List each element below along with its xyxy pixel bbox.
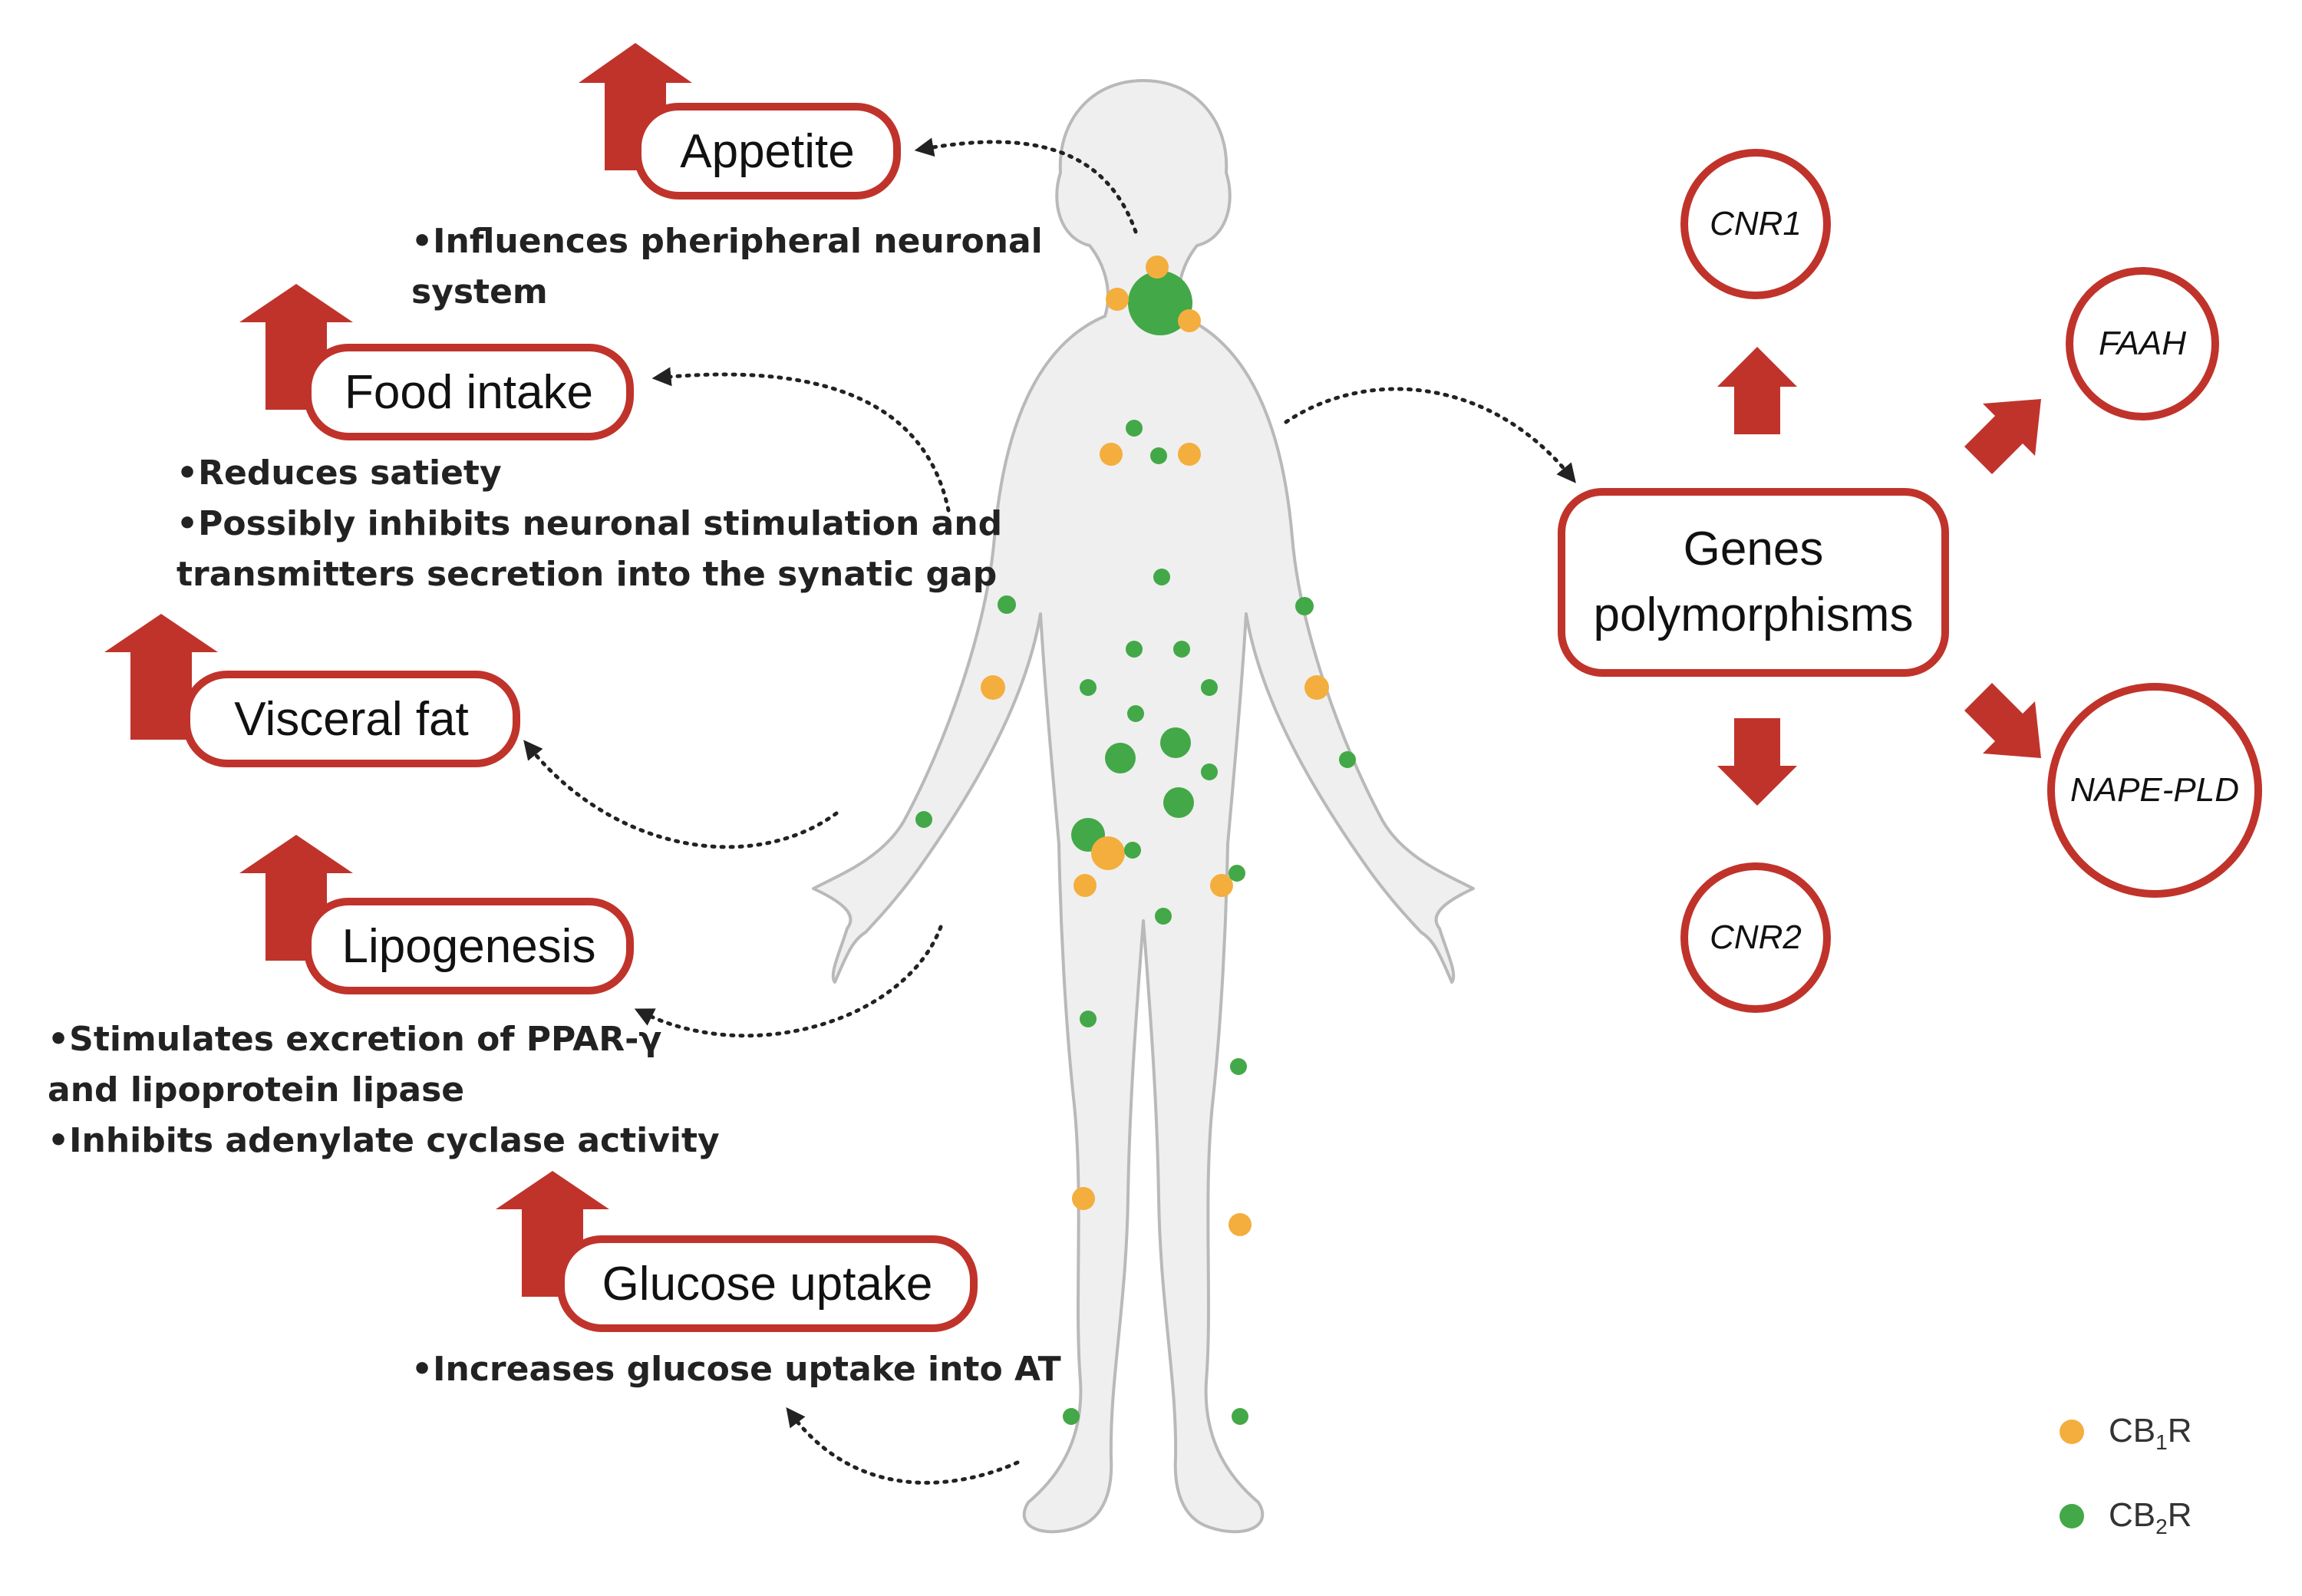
gene-nape-pld-circle: NAPE-PLD bbox=[2047, 683, 2262, 898]
lipogenesis-box: Lipogenesis bbox=[304, 898, 634, 994]
cb2-receptor-dot bbox=[1201, 763, 1218, 780]
cb2-receptor-dot bbox=[1155, 908, 1172, 925]
glucose-uptake-dotted-arrow bbox=[786, 1407, 1020, 1485]
cb2-receptor-dot bbox=[1128, 271, 1192, 335]
cb2-receptor-dot bbox=[1127, 705, 1144, 722]
cb1-receptor-dot bbox=[1229, 1213, 1252, 1236]
cb2-receptor-dot bbox=[1105, 743, 1136, 773]
cb2-receptor-dot bbox=[915, 811, 932, 828]
cb2-receptor-dot bbox=[1153, 569, 1170, 585]
cb2-receptor-dot bbox=[1080, 679, 1097, 696]
cb1-receptor-dot bbox=[1146, 256, 1169, 279]
gene-cnr1-circle: CNR1 bbox=[1680, 149, 1831, 299]
cb1-receptor-dot bbox=[1106, 288, 1129, 311]
cb2-receptor-dot bbox=[1126, 641, 1143, 658]
cb2-receptor-dot bbox=[1160, 727, 1191, 758]
appetite-label: Appetite bbox=[680, 124, 855, 178]
visceral-fat-dotted-arrow bbox=[523, 740, 839, 849]
arrow-to-faah bbox=[1964, 399, 2041, 474]
cb2-receptor-dot bbox=[1339, 751, 1356, 768]
appetite-box: Appetite bbox=[634, 103, 901, 200]
cb1-receptor-dot bbox=[1072, 1187, 1095, 1210]
arrow-to-cnr1 bbox=[1717, 347, 1797, 434]
note-line: and lipoprotein lipase bbox=[48, 1070, 465, 1110]
human-body bbox=[812, 79, 1475, 1534]
arrow-to-nape-pld bbox=[1964, 683, 2041, 758]
gene-cnr1-label: CNR1 bbox=[1710, 205, 1802, 242]
food-intake-label: Food intake bbox=[345, 365, 593, 419]
cb2-receptor-dot bbox=[1173, 641, 1190, 658]
cb2-receptor-dot bbox=[1295, 597, 1314, 615]
receptor-dots bbox=[915, 256, 1356, 1425]
lipogenesis-note: •Stimulates excretion of PPAR-γ and lipo… bbox=[48, 1014, 720, 1166]
cb2-receptor-dot bbox=[1232, 1408, 1248, 1425]
note-line: •Influences pheripheral neuronal bbox=[411, 222, 1043, 261]
genes-dotted-arrow bbox=[1284, 387, 1576, 483]
cb2-receptor-dot bbox=[1229, 865, 1245, 882]
gene-faah-label: FAAH bbox=[2098, 325, 2187, 362]
cb1-receptor-dot bbox=[1091, 836, 1125, 870]
cb1-legend-label: CB1R bbox=[2109, 1412, 2192, 1454]
cb1-legend-dot bbox=[2060, 1420, 2084, 1444]
note-line: •Inhibits adenylate cyclase activity bbox=[48, 1121, 720, 1160]
cb1-receptor-dot bbox=[1304, 675, 1329, 700]
cb2-receptor-dot bbox=[1150, 447, 1167, 464]
cb2-receptor-dot bbox=[1230, 1058, 1247, 1075]
cb2-receptor-dot bbox=[1080, 1011, 1097, 1027]
genes-title-line1: Genes bbox=[1683, 523, 1824, 575]
cb1-receptor-dot bbox=[1073, 874, 1097, 897]
cb2-legend-label: CB2R bbox=[2109, 1496, 2192, 1538]
gene-nape-pld-label: NAPE-PLD bbox=[2069, 771, 2240, 809]
food-intake-box: Food intake bbox=[304, 344, 634, 440]
cb1-receptor-dot bbox=[1210, 874, 1233, 897]
note-line: •Possibly inhibits neuronal stimulation … bbox=[176, 504, 1003, 543]
cb2-receptor-dot bbox=[998, 595, 1016, 614]
lipogenesis-label: Lipogenesis bbox=[341, 919, 596, 973]
cb2-receptor-dot bbox=[1063, 1408, 1080, 1425]
visceral-fat-box: Visceral fat bbox=[183, 671, 520, 767]
cb2-receptor-dot bbox=[1124, 842, 1141, 859]
arrow-to-cnr2 bbox=[1717, 718, 1797, 806]
glucose-uptake-note: •Increases glucose uptake into AT bbox=[411, 1344, 1061, 1395]
note-line: •Reduces satiety bbox=[176, 453, 502, 493]
cb1-receptor-dot bbox=[1178, 309, 1201, 332]
note-line: system bbox=[411, 272, 548, 312]
legend-dots bbox=[2060, 1420, 2084, 1528]
note-line: •Increases glucose uptake into AT bbox=[411, 1350, 1061, 1389]
cb2-receptor-dot bbox=[1163, 787, 1194, 818]
genes-polymorphisms-box: Genes polymorphisms bbox=[1558, 488, 1949, 677]
food-intake-dotted-arrow bbox=[651, 367, 951, 513]
note-line: transmitters secretion into the synatic … bbox=[176, 555, 998, 594]
gene-cnr2-label: CNR2 bbox=[1710, 918, 1802, 956]
cb1-receptor-dot bbox=[981, 675, 1005, 700]
cb1-receptor-dot bbox=[1178, 443, 1201, 466]
visceral-fat-label: Visceral fat bbox=[234, 692, 469, 746]
gene-cnr2-circle: CNR2 bbox=[1680, 862, 1831, 1013]
cb2-receptor-dot bbox=[1201, 679, 1218, 696]
gene-faah-circle: FAAH bbox=[2066, 267, 2219, 420]
appetite-dotted-arrow bbox=[914, 137, 1138, 234]
glucose-uptake-label: Glucose uptake bbox=[602, 1257, 933, 1311]
food-intake-note: •Reduces satiety •Possibly inhibits neur… bbox=[176, 448, 1002, 600]
cb1-receptor-dot bbox=[1100, 443, 1123, 466]
cb2-receptor-dot bbox=[1126, 420, 1143, 437]
appetite-note: •Influences pheripheral neuronal system bbox=[411, 216, 1043, 318]
genes-title-line2: polymorphisms bbox=[1593, 589, 1914, 641]
note-line: •Stimulates excretion of PPAR-γ bbox=[48, 1020, 662, 1059]
cb2-legend-dot bbox=[2060, 1504, 2084, 1528]
glucose-uptake-box: Glucose uptake bbox=[557, 1235, 978, 1332]
